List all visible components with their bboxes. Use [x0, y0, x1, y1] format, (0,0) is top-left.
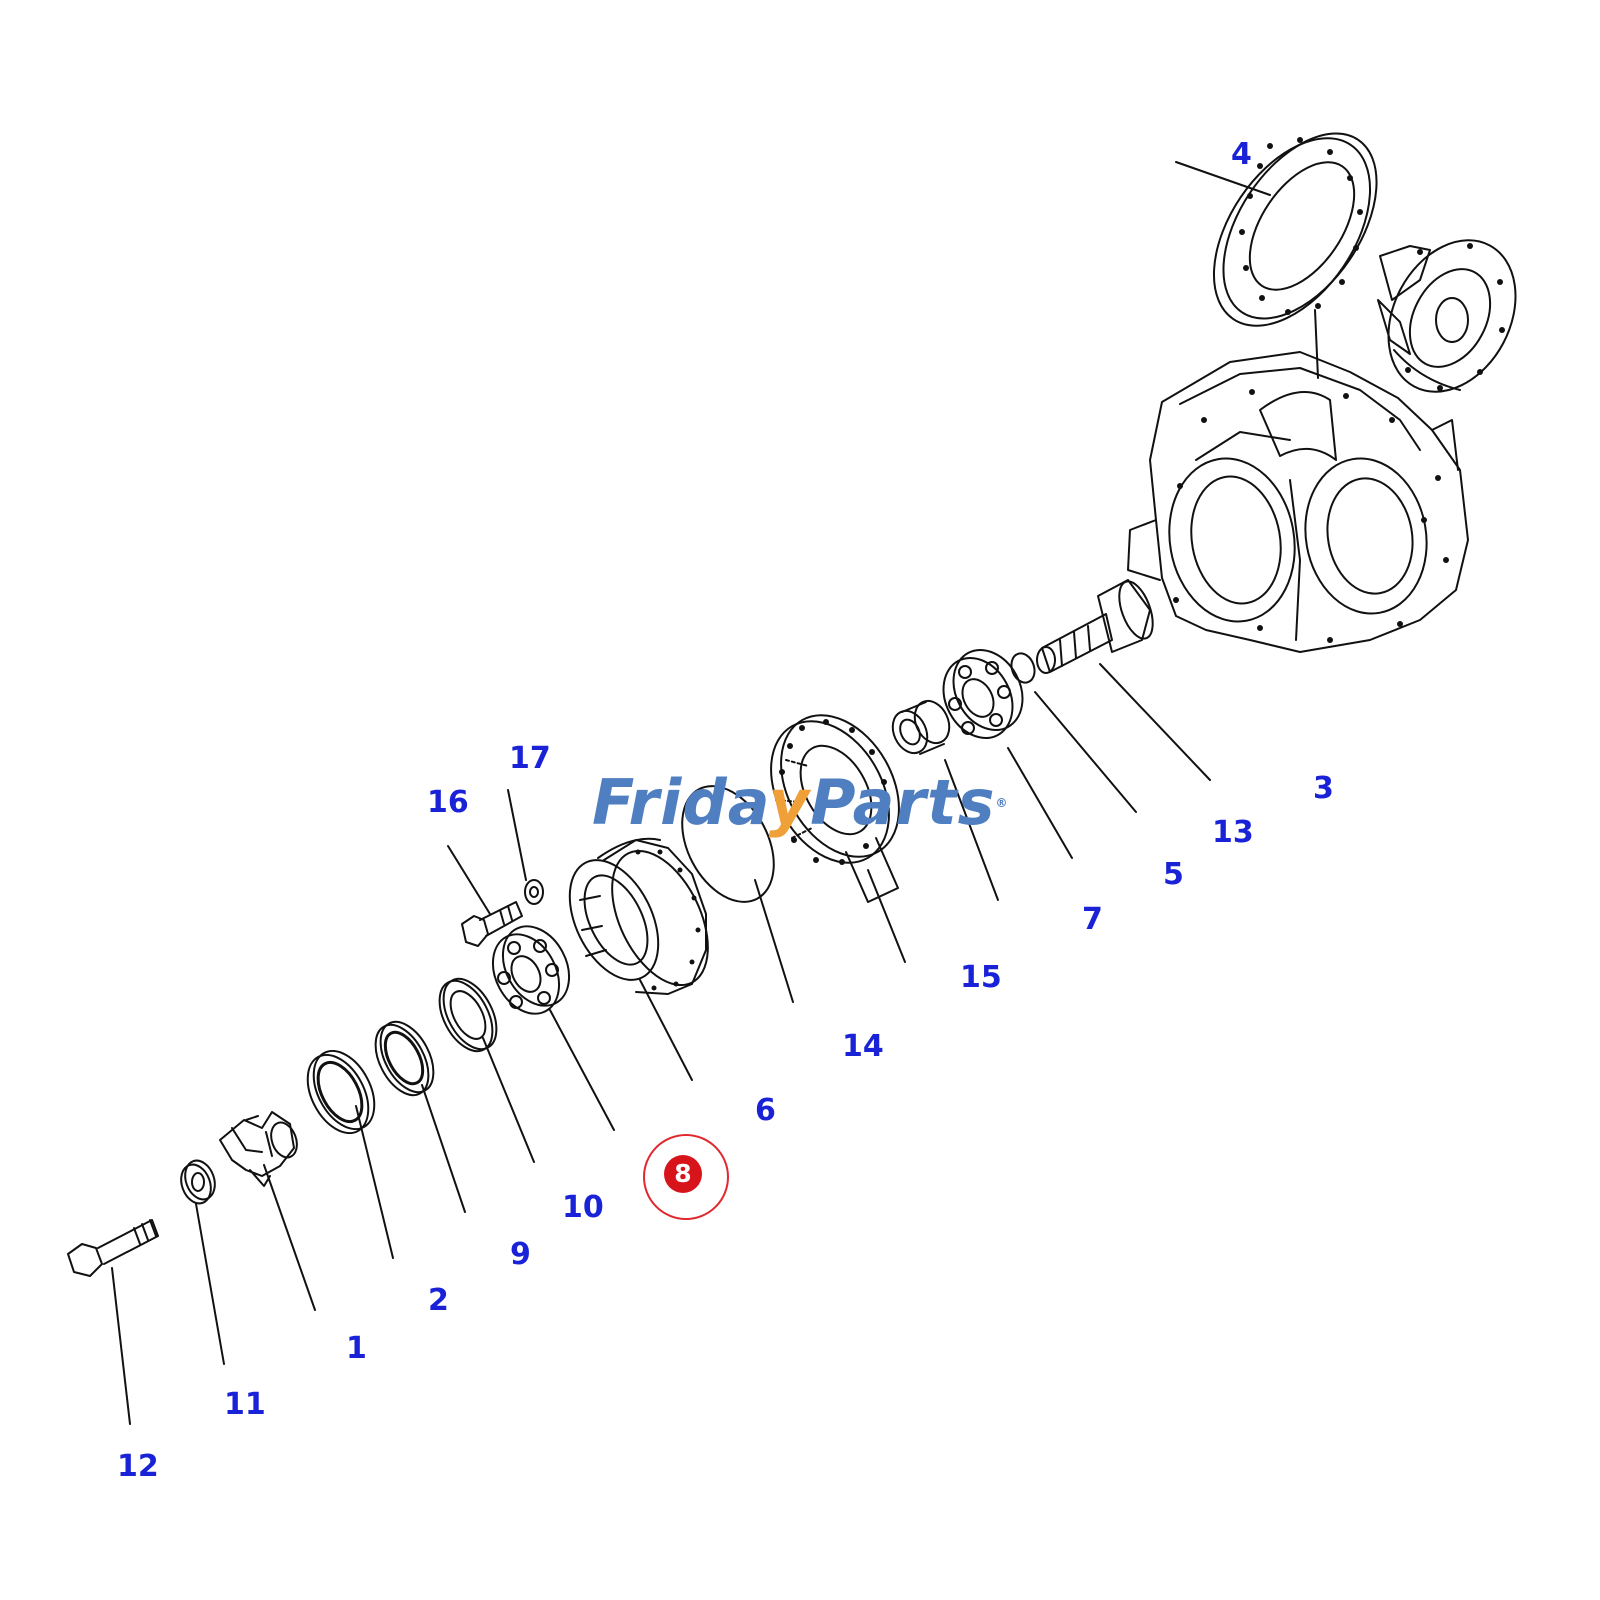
seal-part-2	[374, 1020, 435, 1097]
label-part-2: 2	[428, 1283, 449, 1318]
bolt-part-16	[461, 901, 523, 947]
washer-part-17-inner	[529, 886, 539, 898]
washer-part-11	[180, 1159, 216, 1205]
label-part-13: 13	[1212, 815, 1254, 850]
label-part-7: 7	[1082, 902, 1103, 937]
label-part-9: 9	[510, 1237, 531, 1272]
bolt-part-12	[67, 1219, 159, 1277]
watermark-logo: FridayParts®	[592, 770, 1009, 836]
watermark-registered-mark: ®	[995, 796, 1009, 810]
watermark-text-2: y	[768, 766, 811, 839]
seal-part-1	[306, 1049, 376, 1135]
label-part-4: 4	[1231, 137, 1252, 172]
label-part-16: 16	[427, 785, 469, 820]
highlight-badge-part-8[interactable]: 8	[664, 1155, 702, 1193]
watermark-text-3: Parts	[810, 766, 996, 839]
bearing-part-7	[942, 648, 1024, 740]
coupling-yoke	[219, 1111, 298, 1187]
label-part-15: 15	[960, 960, 1002, 995]
label-part-12: 12	[117, 1449, 159, 1484]
bearing-cone-part-15	[891, 699, 951, 755]
label-part-14: 14	[842, 1029, 884, 1064]
label-part-1: 1	[346, 1331, 367, 1366]
bearing-part-10	[491, 925, 571, 1015]
shim-part-9	[438, 977, 498, 1053]
label-part-6: 6	[755, 1093, 776, 1128]
label-part-10: 10	[562, 1190, 604, 1225]
label-part-11: 11	[224, 1387, 266, 1422]
label-part-5: 5	[1163, 857, 1184, 892]
pinion-shaft-part-13	[1036, 579, 1154, 674]
label-part-3: 3	[1313, 771, 1334, 806]
differential-assembly	[1377, 239, 1517, 393]
watermark-text-1: Frida	[592, 766, 769, 839]
o-ring-part-5	[1010, 652, 1036, 684]
leader-lines	[111, 161, 1319, 1425]
carrier-part-14	[770, 714, 900, 903]
ring-gear-part-4	[1212, 132, 1378, 327]
cage-part-8	[568, 837, 709, 995]
washer-part-17	[524, 879, 544, 905]
o-ring-part-6	[681, 785, 775, 903]
highlight-ring-part-8[interactable]	[643, 1134, 729, 1220]
label-part-17: 17	[509, 741, 551, 776]
axle-housing-part-3	[1127, 351, 1469, 653]
